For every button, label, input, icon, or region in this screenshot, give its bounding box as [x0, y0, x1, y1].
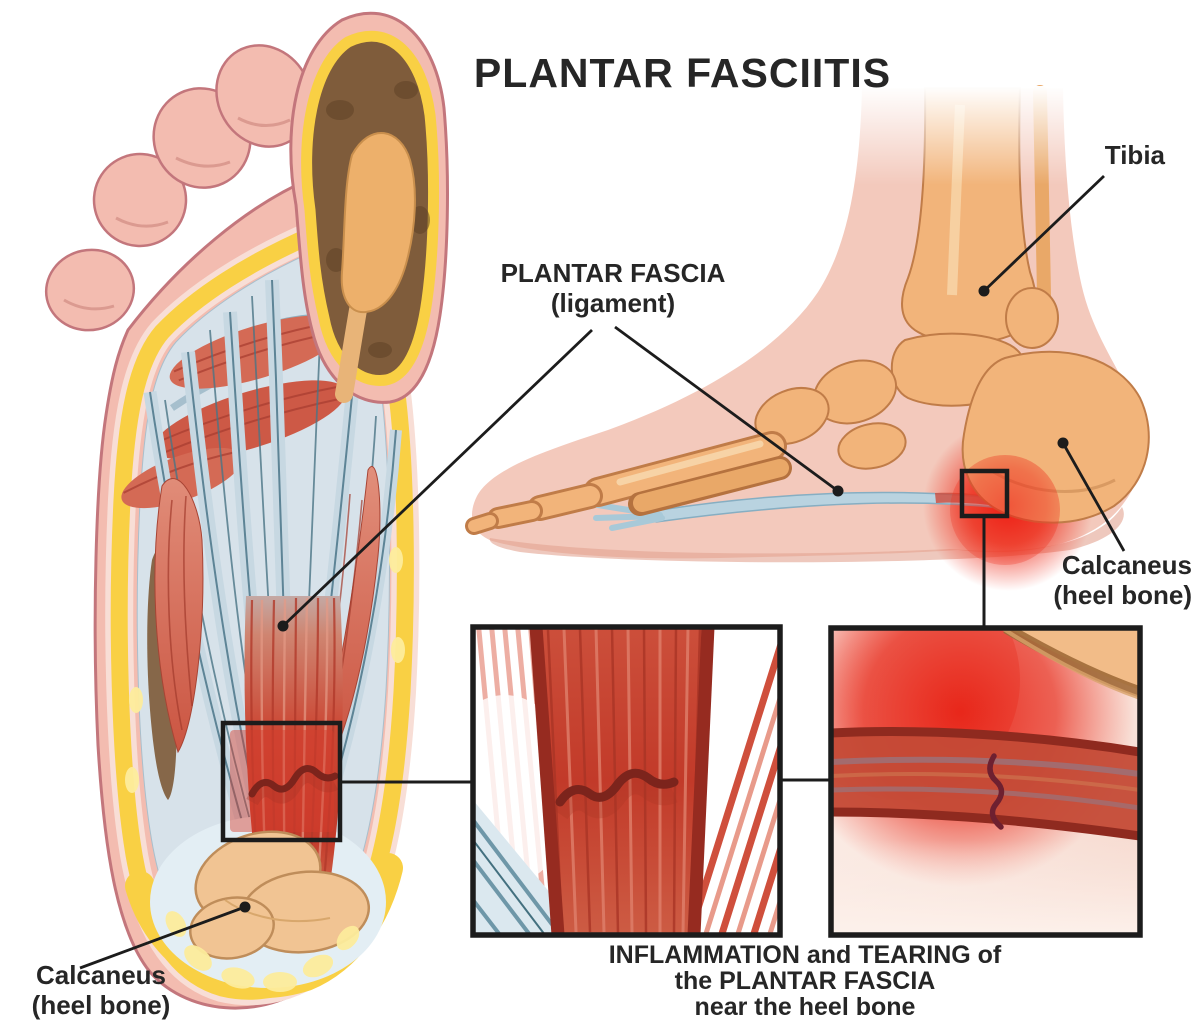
tear-region-outline-lateral — [959, 468, 1010, 519]
inset-heel-box — [828, 625, 1143, 938]
leg-top-fade — [845, 86, 1090, 185]
lateral-view-illustration — [465, 85, 1150, 591]
heel-inset-figure — [831, 628, 1140, 935]
figure-caption-line2: the PLANTAR FASCIA — [674, 967, 936, 995]
label-calcaneus-plantar-line2: (heel bone) — [31, 990, 171, 1021]
label-calcaneus-plantar: Calcaneus (heel bone) — [20, 960, 182, 1020]
figure-caption-line1: INFLAMMATION and TEARING of — [608, 941, 1002, 969]
fascia-tear — [248, 765, 339, 798]
tear-region-outline-plantar — [220, 720, 343, 843]
label-calcaneus-lateral: Calcaneus (heel bone) — [1026, 550, 1192, 610]
figure-caption-line3: near the heel bone — [694, 993, 916, 1021]
label-calcaneus-lateral-line1: Calcaneus — [1061, 550, 1192, 580]
calcaneus-bones — [189, 830, 371, 960]
calcaneus-lateral-leader — [1061, 442, 1126, 552]
calcaneus-plantar-leader — [79, 905, 246, 970]
calcaneus-lateral-leader-dot — [1057, 437, 1069, 449]
plantar-fascia-leader-right-dot — [832, 485, 844, 497]
inset-tear-box — [470, 624, 783, 938]
tibia-leader-dot — [978, 285, 990, 297]
heel-tear-squiggle — [987, 753, 1005, 830]
plantar-fascia-leader-left-dot — [277, 620, 289, 632]
big-toe-dissected — [289, 11, 449, 404]
central-fascia-band — [230, 596, 343, 888]
label-calcaneus-lateral-line2: (heel bone) — [1053, 580, 1192, 611]
page-title: PLANTAR FASCIITIS — [473, 50, 892, 96]
region-outlines — [220, 468, 1143, 938]
label-plantar-fascia: PLANTAR FASCIA (ligament) — [468, 258, 758, 318]
plantar-view-illustration — [44, 11, 449, 1010]
figure-caption: INFLAMMATION and TEARING of the PLANTAR … — [570, 942, 1040, 1020]
tear-inset-figure — [473, 627, 780, 935]
plantar-fascia-leader-left — [282, 328, 593, 628]
connectors — [340, 516, 986, 784]
tibia-leader-line — [983, 174, 1105, 293]
plantar-fascia-leader-right — [614, 325, 839, 493]
leader-lines — [79, 174, 1126, 970]
inset-tear-squiggle — [555, 768, 679, 807]
heel-fat-blobs — [125, 547, 405, 992]
label-calcaneus-plantar-line1: Calcaneus — [35, 960, 167, 990]
calcaneus-plantar-leader-dot — [239, 901, 251, 913]
label-plantar-fascia-line2: (ligament) — [550, 288, 676, 319]
label-tibia: Tibia — [1104, 140, 1165, 170]
label-plantar-fascia-line1: PLANTAR FASCIA — [500, 258, 726, 288]
